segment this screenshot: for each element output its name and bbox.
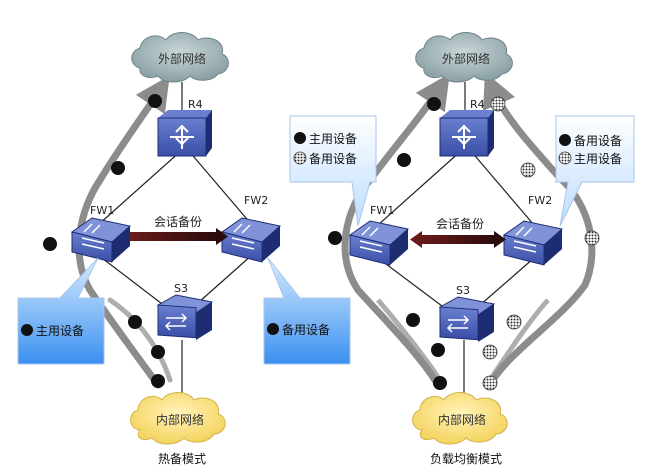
router-label: R4 (188, 98, 203, 111)
link-fw1-s3 (377, 257, 451, 313)
solid-dot-icon (294, 132, 306, 144)
traffic-path-inner-left (376, 298, 443, 382)
switch-icon (156, 294, 214, 340)
callout-fw1-line2: 备用设备 (309, 152, 357, 166)
hatched-dot-icon (558, 151, 572, 165)
cloud-icon (131, 32, 229, 83)
router-icon: ROUTER (439, 110, 494, 165)
firewall-icon (220, 217, 282, 263)
link-r4-fw1 (377, 149, 463, 226)
fw1-label: FW1 (90, 204, 114, 217)
session-backup-label: 会话备份 (154, 215, 202, 229)
callout-fw2-roles: 备用设备 主用设备 (555, 115, 635, 227)
traffic-path-left (341, 73, 450, 389)
hot-standby-diagram: 外部网络 ROUTER R4 FW1 FW2 (17, 32, 351, 466)
firewall-icon (348, 220, 410, 266)
traffic-path-return (107, 297, 173, 383)
router-badge: ROUTER (172, 159, 193, 165)
solid-dot-icon (328, 97, 447, 390)
firewall-icon (70, 217, 132, 263)
cloud-icon (415, 32, 513, 83)
switch-label: S3 (456, 284, 470, 297)
cloud-top-label: 外部网络 (442, 51, 490, 66)
session-arrow-icon (130, 228, 228, 245)
callout-fw2-line1: 备用设备 (574, 134, 622, 148)
solid-dot-icon (267, 323, 279, 335)
link-fw1-s3 (97, 254, 171, 311)
hatched-dot-icon (482, 96, 600, 391)
solid-dot-icon (21, 324, 33, 336)
callout-fw1-roles: 主用设备 备用设备 (289, 115, 377, 227)
solid-dot-icon (43, 94, 165, 388)
solid-dot-icon (559, 134, 571, 146)
fw2-label: FW2 (528, 194, 552, 207)
router-label: R4 (470, 98, 485, 111)
session-backup-label: 会话备份 (436, 217, 484, 231)
cloud-icon (412, 392, 508, 445)
cloud-bottom-label: 内部网络 (438, 412, 486, 427)
switch-label: S3 (174, 282, 188, 295)
callout-primary: 主用设备 (17, 257, 105, 365)
callout-fw2-line2: 主用设备 (574, 152, 622, 166)
link-r4-fw1 (97, 149, 183, 226)
session-arrow-icon (410, 231, 506, 248)
callout-standby-label: 备用设备 (282, 323, 330, 337)
link-r4-fw2 (469, 149, 535, 226)
caption-hot-standby: 热备模式 (158, 452, 206, 466)
router-badge: ROUTER (454, 159, 475, 165)
caption-load-balance: 负载均衡模式 (430, 452, 502, 466)
router-icon: ROUTER (157, 110, 212, 165)
cloud-top-label: 外部网络 (158, 51, 206, 66)
callout-standby: 备用设备 (263, 257, 351, 365)
fw1-label: FW1 (370, 204, 394, 217)
load-balance-diagram: 外部网络 ROUTER R4 FW1 FW2 (289, 32, 635, 466)
fw2-label: FW2 (244, 194, 268, 207)
callout-primary-label: 主用设备 (36, 324, 84, 338)
cloud-bottom-label: 内部网络 (156, 412, 204, 427)
link-r4-fw2 (187, 149, 253, 226)
switch-icon (438, 296, 496, 342)
hatched-dot-icon (293, 151, 307, 165)
traffic-path-inner-right (487, 298, 550, 382)
cloud-icon (130, 392, 226, 445)
firewall-icon (502, 220, 564, 266)
callout-fw1-line1: 主用设备 (309, 132, 357, 146)
